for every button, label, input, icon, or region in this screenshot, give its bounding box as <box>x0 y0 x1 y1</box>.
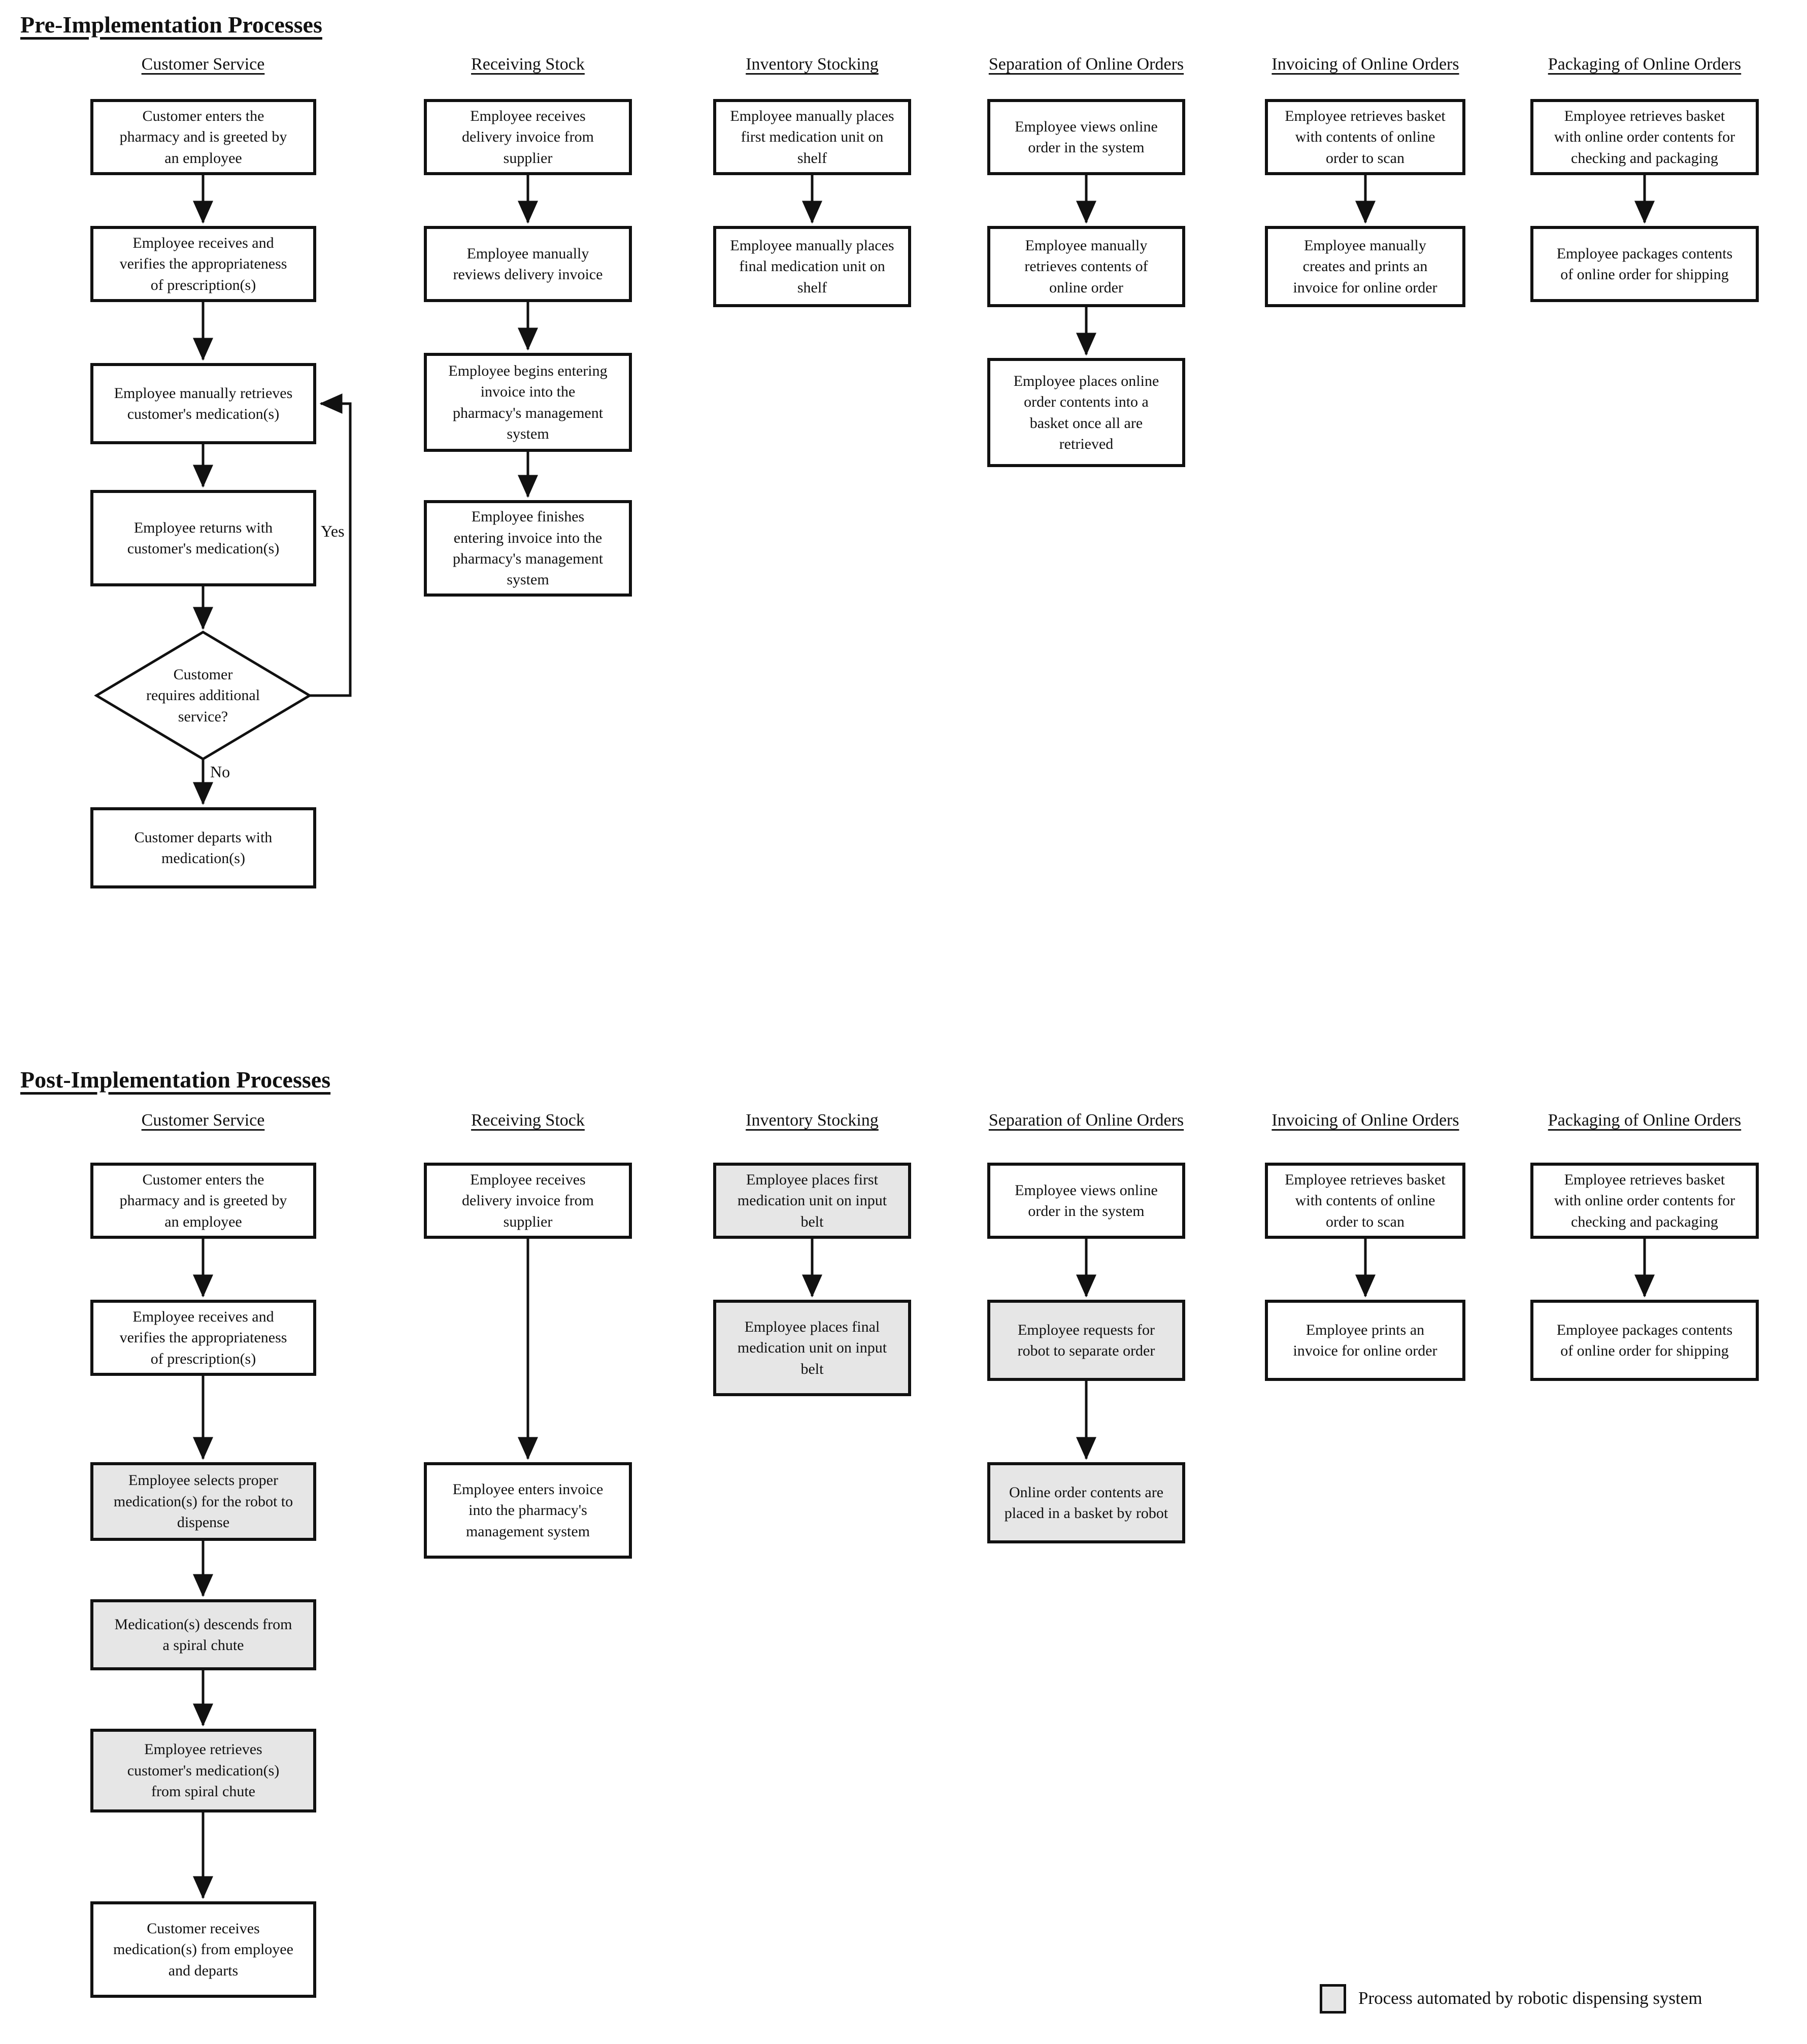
post-header-separation-online-orders: Separation of Online Orders <box>988 1111 1184 1130</box>
post-rs-step-enter-invoice: Employee enters invoice into the pharmac… <box>424 1462 632 1559</box>
pre-sep-step-retrieve-contents: Employee manually retrieves contents of … <box>987 226 1185 307</box>
pre-cs-step-enter-pharmacy: Customer enters the pharmacy and is gree… <box>90 99 316 175</box>
decision-diamond <box>94 631 312 761</box>
yes-label: Yes <box>321 522 345 540</box>
pre-cs-step-customer-departs: Customer departs with medication(s) <box>90 807 316 888</box>
pre-rs-step-receive-invoice: Employee receives delivery invoice from … <box>424 99 632 175</box>
pre-cs-step-verify-prescription: Employee receives and verifies the appro… <box>90 226 316 302</box>
pre-sep-step-place-in-basket: Employee places online order contents in… <box>987 358 1185 467</box>
post-cs-step-select-for-robot: Employee selects proper medication(s) fo… <box>90 1462 316 1541</box>
post-header-inventory-stocking: Inventory Stocking <box>746 1111 879 1130</box>
pre-header-invoicing-online-orders: Invoicing of Online Orders <box>1271 55 1459 74</box>
post-cs-step-verify-prescription: Employee receives and verifies the appro… <box>90 1300 316 1376</box>
pre-inv-step-create-print-invoice: Employee manually creates and prints an … <box>1265 226 1465 307</box>
decision-text: Customer requires additional service? <box>146 666 260 725</box>
post-pack-step-retrieve-basket: Employee retrieves basket with online or… <box>1530 1163 1759 1239</box>
post-cs-step-enter-pharmacy: Customer enters the pharmacy and is gree… <box>90 1163 316 1239</box>
pre-pack-step-package-contents: Employee packages contents of online ord… <box>1530 226 1759 302</box>
post-header-invoicing-online-orders: Invoicing of Online Orders <box>1271 1111 1459 1130</box>
post-cs-step-customer-receives: Customer receives medication(s) from emp… <box>90 1901 316 1998</box>
post-header-packaging-online-orders: Packaging of Online Orders <box>1548 1111 1742 1130</box>
pre-cs-step-return-medication: Employee returns with customer's medicat… <box>90 490 316 586</box>
post-cs-step-spiral-chute: Medication(s) descends from a spiral chu… <box>90 1599 316 1670</box>
pre-header-packaging-online-orders: Packaging of Online Orders <box>1548 55 1742 74</box>
post-implementation-title: Post-Implementation Processes <box>20 1067 331 1093</box>
pre-header-customer-service: Customer Service <box>141 55 265 74</box>
pre-is-step-final-unit-shelf: Employee manually places final medicatio… <box>713 226 911 307</box>
post-is-step-final-unit-belt: Employee places final medication unit on… <box>713 1300 911 1396</box>
post-cs-step-retrieve-from-chute: Employee retrieves customer's medication… <box>90 1729 316 1812</box>
pre-rs-step-review-invoice: Employee manually reviews delivery invoi… <box>424 226 632 302</box>
pre-rs-step-begin-entering-invoice: Employee begins entering invoice into th… <box>424 353 632 452</box>
pre-sep-step-view-order: Employee views online order in the syste… <box>987 99 1185 175</box>
post-inv-step-retrieve-basket: Employee retrieves basket with contents … <box>1265 1163 1465 1239</box>
post-rs-step-receive-invoice: Employee receives delivery invoice from … <box>424 1163 632 1239</box>
pre-implementation-title: Pre-Implementation Processes <box>20 12 322 38</box>
pre-is-step-first-unit-shelf: Employee manually places first medicatio… <box>713 99 911 175</box>
post-header-receiving-stock: Receiving Stock <box>471 1111 585 1130</box>
post-sep-step-request-robot: Employee requests for robot to separate … <box>987 1300 1185 1381</box>
post-inv-step-print-invoice: Employee prints an invoice for online or… <box>1265 1300 1465 1381</box>
arrow-pre-cs-yes-loop <box>310 393 352 697</box>
pre-pack-step-retrieve-basket: Employee retrieves basket with online or… <box>1530 99 1759 175</box>
post-header-customer-service: Customer Service <box>141 1111 265 1130</box>
pre-inv-step-retrieve-basket: Employee retrieves basket with contents … <box>1265 99 1465 175</box>
legend-automated-label: Process automated by robotic dispensing … <box>1358 1988 1702 2008</box>
no-label: No <box>210 763 230 781</box>
pre-rs-step-finish-entering-invoice: Employee finishes entering invoice into … <box>424 500 632 597</box>
legend-automated-swatch <box>1320 1984 1346 2014</box>
pre-header-inventory-stocking: Inventory Stocking <box>746 55 879 74</box>
post-is-step-first-unit-belt: Employee places first medication unit on… <box>713 1163 911 1239</box>
pre-cs-step-retrieve-medication: Employee manually retrieves customer's m… <box>90 363 316 444</box>
pre-header-separation-online-orders: Separation of Online Orders <box>988 55 1184 74</box>
post-sep-step-view-order: Employee views online order in the syste… <box>987 1163 1185 1239</box>
post-sep-step-robot-basket: Online order contents are placed in a ba… <box>987 1462 1185 1543</box>
post-pack-step-package-contents: Employee packages contents of online ord… <box>1530 1300 1759 1381</box>
pre-header-receiving-stock: Receiving Stock <box>471 55 585 74</box>
